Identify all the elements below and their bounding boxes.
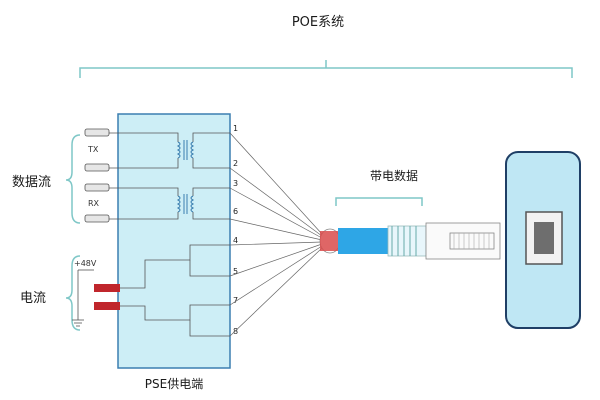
- powered-data-bracket: [335, 197, 423, 206]
- powered-data-label: 带电数据: [370, 168, 418, 183]
- fan-out-wires: [229, 132, 323, 337]
- pse-internal-wiring: [108, 132, 230, 337]
- svg-text:6: 6: [233, 207, 238, 216]
- transformer-rx: [176, 194, 195, 214]
- system-bracket: [79, 60, 573, 78]
- svg-text:4: 4: [233, 236, 238, 245]
- pin-labels: 1 2 3 6 4 5 7 8: [233, 124, 238, 336]
- red-connector-top: [94, 284, 120, 292]
- data-flow-brace: [65, 134, 81, 224]
- diagram-title: POE系统: [292, 15, 344, 30]
- svg-text:3: 3: [233, 179, 238, 188]
- poe-cable: [319, 222, 501, 260]
- svg-text:7: 7: [233, 296, 238, 305]
- current-brace: [65, 255, 81, 331]
- pse-box: [117, 113, 231, 369]
- transformer-tx: [176, 140, 195, 160]
- device-port-inner: [534, 222, 554, 254]
- data-flow-label: 数据流: [12, 175, 51, 190]
- data-resistors: [84, 128, 110, 223]
- svg-text:5: 5: [233, 267, 238, 276]
- power-source: [72, 269, 94, 327]
- red-connector-bottom: [94, 302, 120, 310]
- pse-label: PSE供电端: [145, 377, 203, 391]
- svg-text:1: 1: [233, 124, 238, 133]
- svg-text:8: 8: [233, 327, 238, 336]
- voltage-label: +48V: [74, 259, 97, 268]
- svg-text:2: 2: [233, 159, 238, 168]
- tx-label: TX: [87, 145, 99, 154]
- current-label: 电流: [20, 291, 46, 306]
- rx-label: RX: [88, 199, 100, 208]
